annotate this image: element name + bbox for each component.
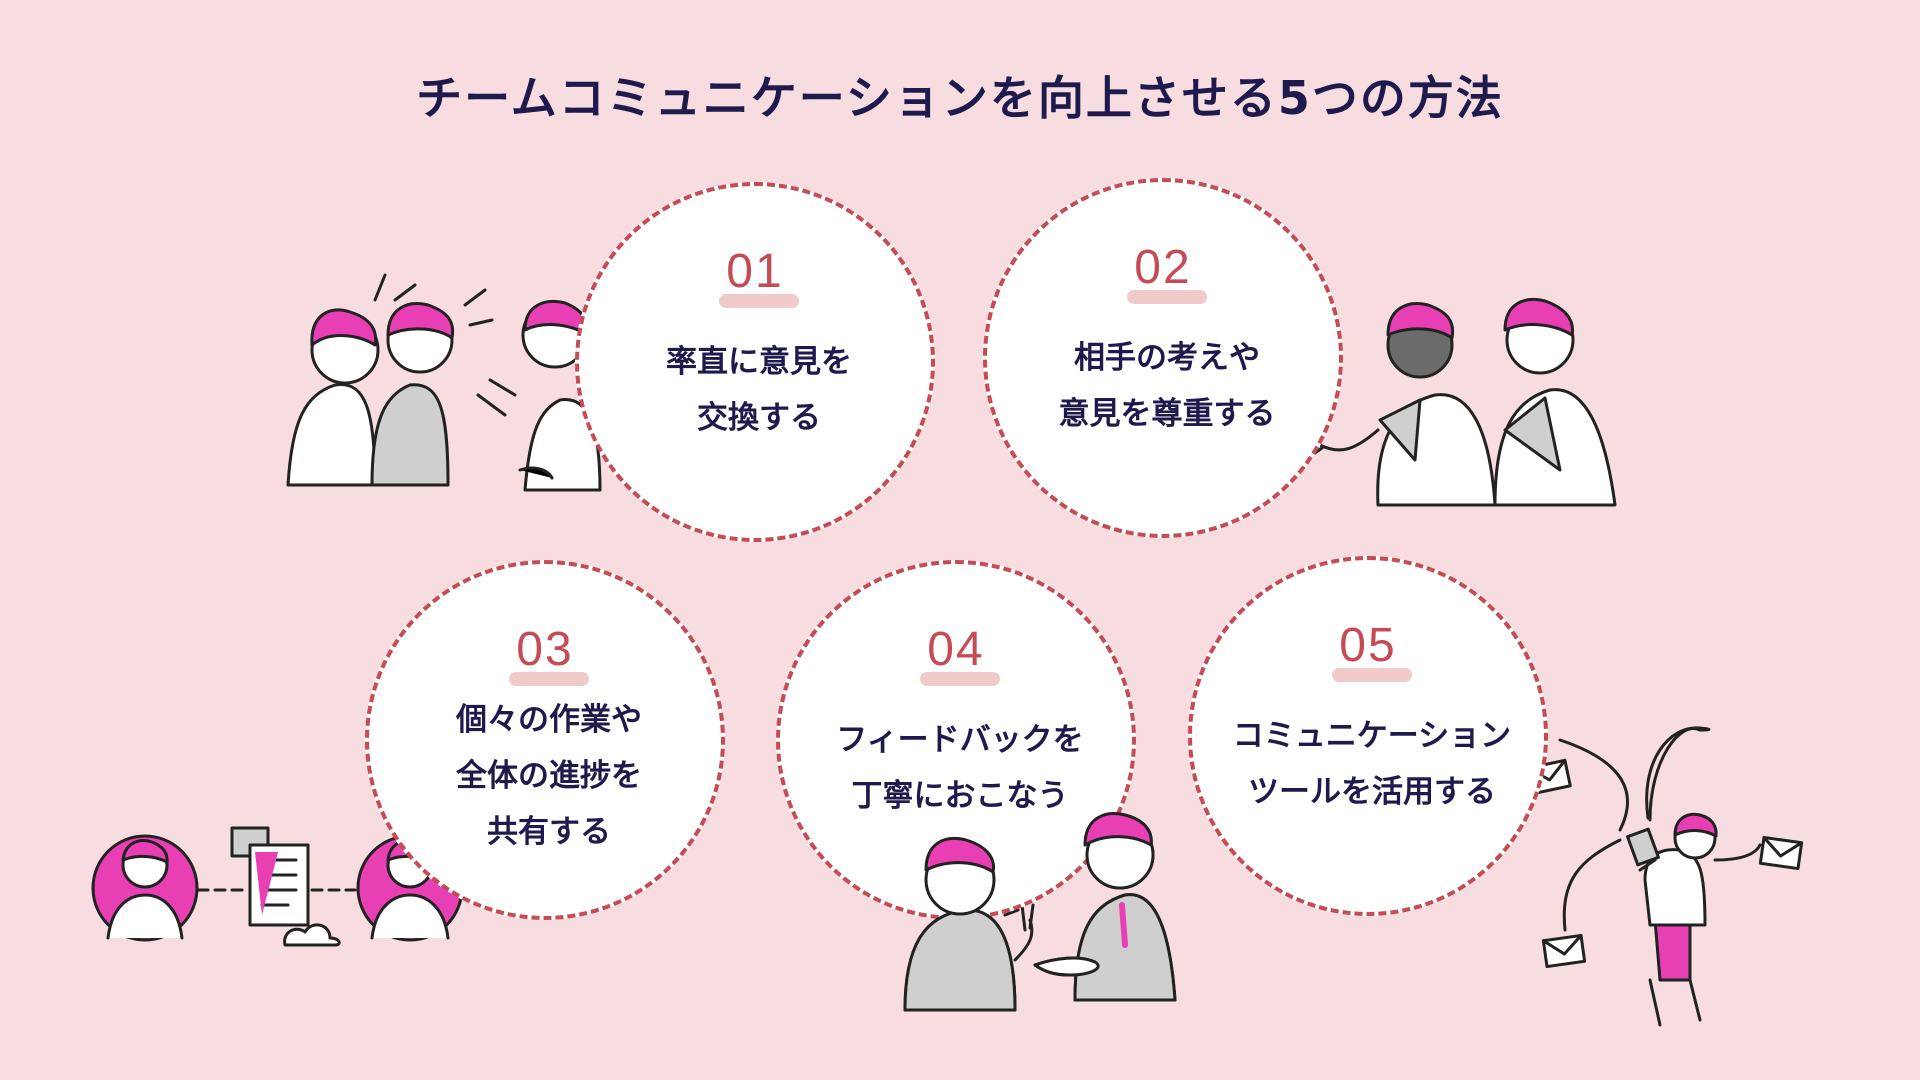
- step-label-line: ツールを活用する: [1248, 774, 1496, 810]
- step-label-line: 相手の考えや: [1074, 340, 1260, 376]
- step-label: 率直に意見を 交換する: [599, 334, 919, 446]
- step-number: 01: [726, 245, 784, 298]
- step-number: 05: [1339, 619, 1397, 672]
- people-listening-illustration: [1303, 298, 1617, 507]
- step-label-line: 意見を尊重する: [1058, 396, 1276, 432]
- step-label-line: 率直に意見を: [666, 344, 852, 380]
- brush-stroke-decoration: [509, 672, 589, 686]
- step-number: 03: [516, 623, 574, 676]
- step-label-line: 丁寧におこなう: [851, 778, 1069, 814]
- step-label: フィードバックを 丁寧におこなう: [800, 712, 1120, 824]
- step-label-line: 交換する: [697, 400, 821, 436]
- step-circle-05: 05 コミュニケーション ツールを活用する: [1188, 556, 1548, 916]
- brush-stroke-decoration: [920, 672, 1000, 686]
- page-title: チームコミュニケーションを向上させる5つの方法: [416, 71, 1504, 125]
- brush-stroke-decoration: [1127, 290, 1207, 304]
- step-circle-04: 04 フィードバックを 丁寧におこなう: [776, 560, 1136, 920]
- step-circle-03: 03 個々の作業や 全体の進捗を 共有する: [365, 560, 725, 920]
- step-label-line: 全体の進捗を: [456, 758, 642, 794]
- step-label: コミュニケーション ツールを活用する: [1212, 708, 1532, 820]
- brush-stroke-decoration: [719, 294, 799, 308]
- step-number: 04: [927, 623, 985, 676]
- people-talking-illustration: [286, 273, 602, 492]
- email-tools-illustration: [1526, 726, 1804, 1027]
- step-number: 02: [1134, 241, 1192, 294]
- step-label-line: 共有する: [487, 814, 611, 850]
- brush-stroke-decoration: [1332, 668, 1412, 682]
- step-label-line: フィードバックを: [836, 722, 1084, 758]
- step-label-line: 個々の作業や: [456, 702, 642, 738]
- step-circle-01: 01 率直に意見を 交換する: [575, 182, 935, 542]
- step-label: 相手の考えや 意見を尊重する: [1007, 330, 1327, 442]
- step-label: 個々の作業や 全体の進捗を 共有する: [389, 692, 709, 860]
- step-circle-02: 02 相手の考えや 意見を尊重する: [983, 178, 1343, 538]
- step-label-line: コミュニケーション: [1232, 718, 1512, 754]
